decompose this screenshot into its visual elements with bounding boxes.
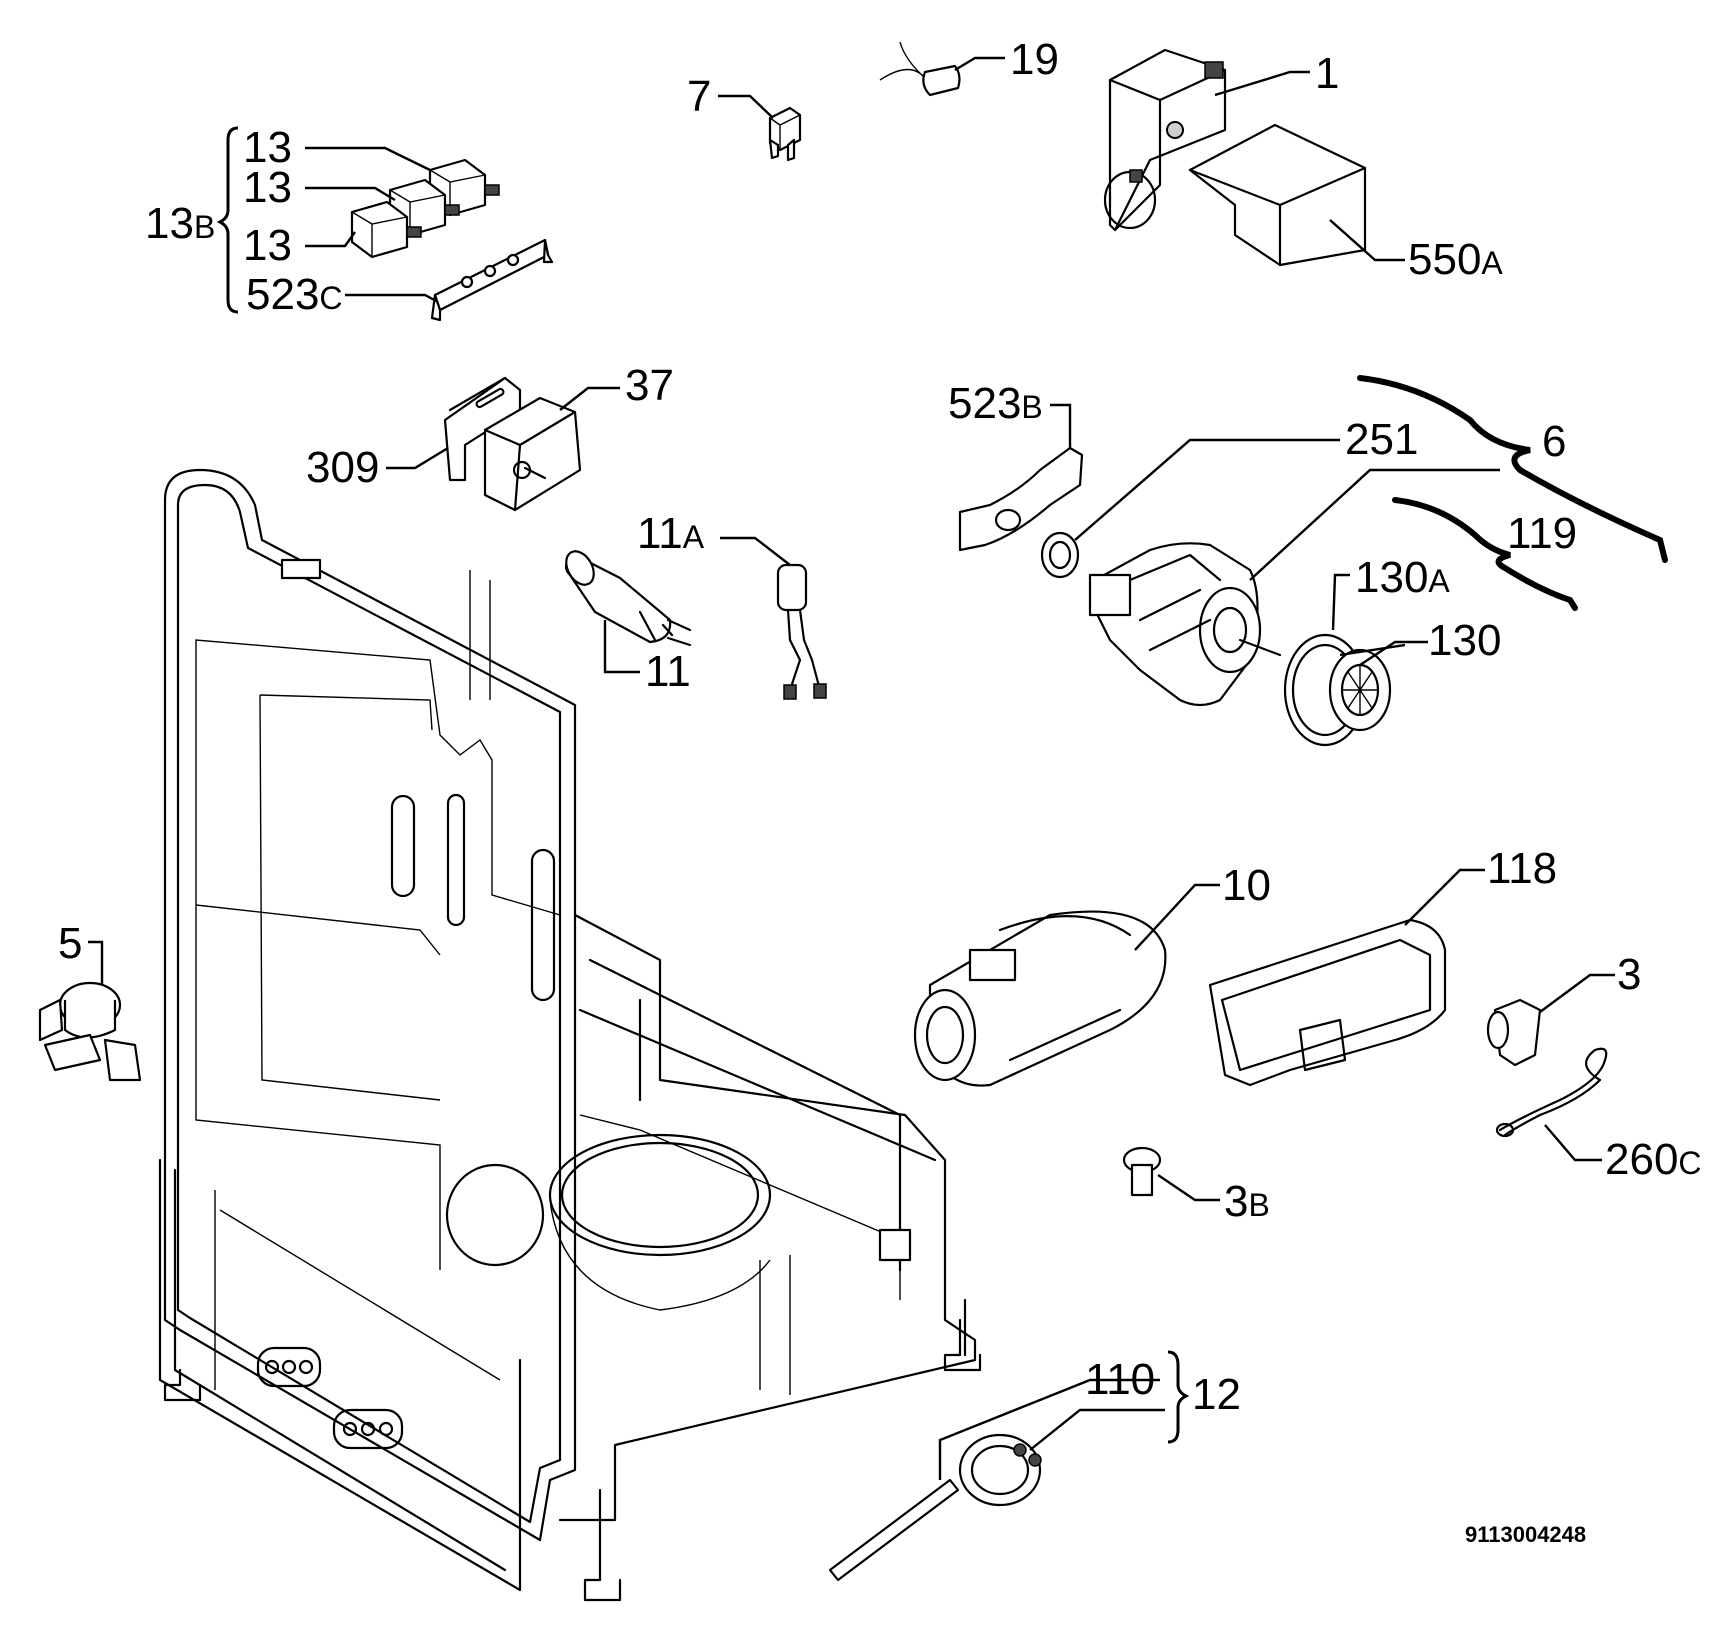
part-11a-suppressor bbox=[720, 536, 827, 700]
label-part-5: 5 bbox=[58, 919, 83, 968]
label-part-19: 19 bbox=[1010, 35, 1059, 84]
label-part-309: 309 bbox=[306, 443, 380, 492]
part-3-thermostat bbox=[1486, 973, 1615, 1067]
part-251-seal bbox=[1040, 438, 1340, 579]
label-part-523c: 523C bbox=[246, 270, 343, 319]
label-part-550a: 550A bbox=[1408, 235, 1503, 284]
label-part-11: 11 bbox=[645, 647, 691, 696]
label-part-118: 118 bbox=[1487, 844, 1558, 893]
part-260c-clip bbox=[1495, 1047, 1608, 1162]
part-11-capacitor bbox=[564, 550, 692, 674]
label-part-10: 10 bbox=[1222, 861, 1271, 910]
label-part-11a: 11A bbox=[637, 509, 705, 558]
brace-119 bbox=[1392, 497, 1578, 611]
label-part-3: 3 bbox=[1617, 950, 1642, 999]
label-part-6: 6 bbox=[1542, 417, 1567, 466]
label-part-7: 7 bbox=[687, 72, 712, 121]
label-part-110: 110 bbox=[1085, 1355, 1156, 1404]
relay-group-13b bbox=[216, 126, 554, 322]
label-part-12: 12 bbox=[1192, 1370, 1241, 1419]
part-7-switch bbox=[718, 94, 802, 162]
label-part-119: 119 bbox=[1507, 509, 1578, 558]
part-10-heater bbox=[913, 883, 1220, 1087]
label-part-37: 37 bbox=[625, 361, 674, 410]
label-part-13-bottom: 13 bbox=[243, 221, 292, 270]
part-110-pressure-switch bbox=[828, 1350, 1190, 1582]
part-6-motor bbox=[1088, 468, 1500, 707]
label-part-13-top: 13 bbox=[243, 123, 292, 172]
label-part-251: 251 bbox=[1345, 415, 1419, 464]
part-550a-box bbox=[1188, 123, 1405, 267]
label-part-523b: 523B bbox=[948, 379, 1043, 428]
label-part-13b: 13B bbox=[145, 199, 216, 248]
label-part-260c: 260C bbox=[1605, 1135, 1702, 1184]
part-3b-thermostat bbox=[1122, 1146, 1220, 1202]
part-118-heater-housing bbox=[1208, 868, 1485, 1087]
label-part-3b: 3B bbox=[1224, 1177, 1270, 1226]
label-part-13-middle: 13 bbox=[243, 163, 292, 212]
label-part-130a: 130A bbox=[1355, 553, 1450, 602]
document-number: 9113004248 bbox=[1465, 1522, 1587, 1547]
part-5-inlet-valve bbox=[38, 940, 142, 1082]
part-130-impeller bbox=[1283, 573, 1428, 747]
part-1-timer bbox=[1103, 48, 1310, 232]
part-19-sensor bbox=[879, 41, 1005, 97]
dishwasher-frame bbox=[158, 468, 982, 1602]
part-37-module bbox=[483, 386, 620, 512]
part-523b-bracket bbox=[958, 403, 1084, 552]
label-part-1: 1 bbox=[1315, 49, 1340, 98]
label-part-130: 130 bbox=[1428, 616, 1502, 665]
brace-6 bbox=[1357, 375, 1668, 563]
